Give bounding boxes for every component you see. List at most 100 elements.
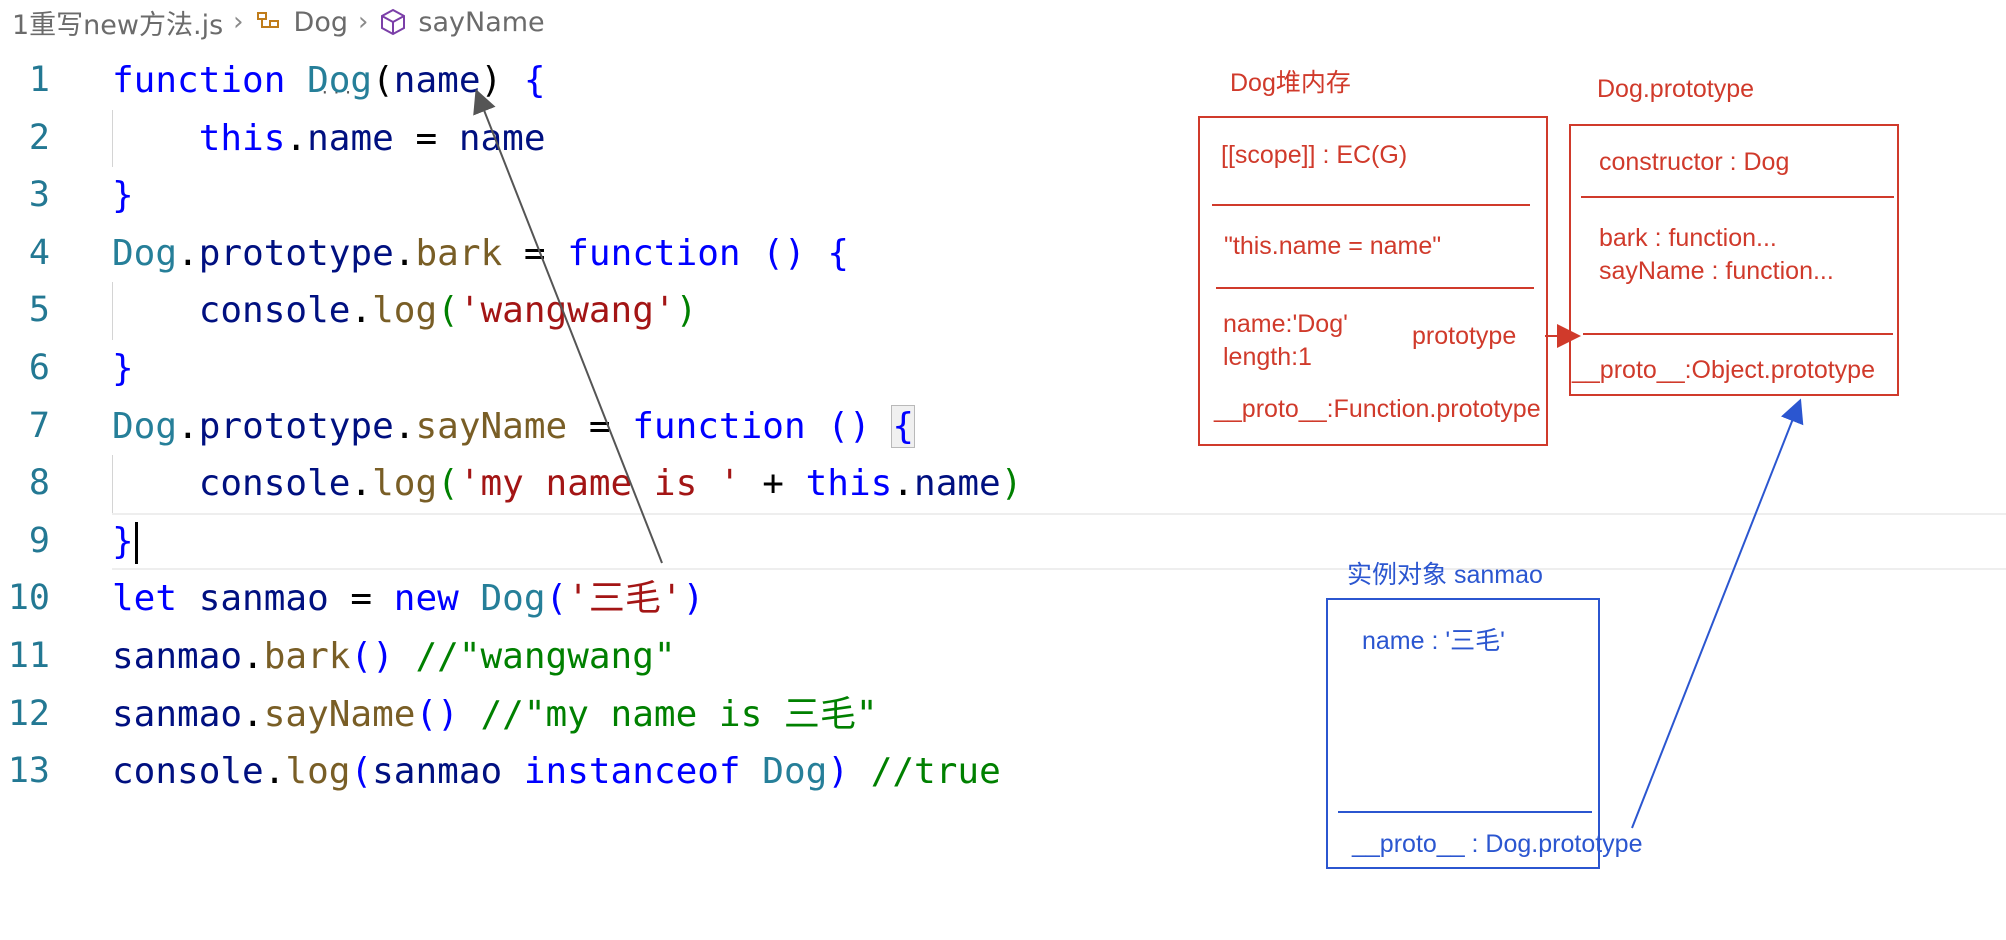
line-number: 5 bbox=[28, 290, 50, 331]
proto-constructor: constructor : Dog bbox=[1599, 148, 1790, 176]
line-number: 8 bbox=[28, 463, 50, 504]
code-token: { bbox=[891, 404, 916, 448]
divider bbox=[1581, 196, 1894, 198]
code-token: ( bbox=[350, 751, 373, 793]
code-text: let sanmao = new Dog('三毛') bbox=[112, 570, 704, 628]
current-line-highlight bbox=[112, 512, 2006, 571]
code-text: console.log(sanmao instanceof Dog) //tru… bbox=[112, 743, 1001, 801]
code-token: console bbox=[112, 751, 264, 793]
code-token: = bbox=[502, 232, 568, 274]
code-line[interactable]: 11 sanmao.bark() //"wangwang" bbox=[0, 628, 1150, 686]
instance-proto: __proto__ : Dog.prototype bbox=[1352, 830, 1643, 858]
code-token: //true bbox=[870, 751, 1001, 793]
code-token: () bbox=[827, 405, 871, 447]
code-token: Dog bbox=[112, 232, 178, 274]
code-token: . bbox=[393, 232, 416, 274]
heap-scope: [[scope]] : EC(G) bbox=[1221, 141, 1408, 169]
code-token: sanmao bbox=[198, 578, 329, 620]
code-token: bark bbox=[263, 635, 351, 677]
code-token: = bbox=[567, 405, 633, 447]
code-line[interactable]: 4 Dog.prototype.bark = function () { bbox=[0, 225, 1150, 283]
heap-box bbox=[1198, 116, 1548, 446]
heap-length: length:1 bbox=[1223, 343, 1312, 371]
line-number: 2 bbox=[28, 117, 50, 158]
code-line[interactable]: 3} bbox=[0, 167, 1150, 225]
code-token bbox=[112, 463, 199, 504]
code-token: . bbox=[177, 405, 199, 447]
line-number: 10 bbox=[7, 578, 50, 619]
code-token: function bbox=[567, 232, 741, 274]
code-line[interactable]: 8 console.log('my name is ' + this.name) bbox=[0, 455, 1150, 513]
prototype-arrow-label: prototype bbox=[1412, 322, 1517, 350]
indent-guide bbox=[112, 455, 113, 513]
code-line[interactable]: 10 let sanmao = new Dog('三毛') bbox=[0, 570, 1150, 628]
code-line[interactable]: 6} bbox=[0, 340, 1150, 398]
code-text: console.log('my name is ' + this.name) bbox=[112, 455, 1023, 513]
code-line[interactable]: 2 this.name = name bbox=[0, 110, 1150, 168]
breadcrumb-file[interactable]: 1重写new方法.js bbox=[12, 9, 224, 41]
divider bbox=[1216, 287, 1534, 289]
divider bbox=[1212, 204, 1530, 206]
code-token: ( bbox=[372, 60, 394, 101]
code-token: new bbox=[393, 578, 481, 620]
code-token: //"my name is 三毛" bbox=[480, 693, 878, 735]
code-token: . bbox=[350, 290, 373, 332]
method-icon bbox=[378, 7, 408, 37]
code-text: } bbox=[112, 513, 138, 571]
instance-title: 实例对象 sanmao bbox=[1347, 561, 1543, 589]
code-token: ( bbox=[437, 463, 459, 505]
code-token: Dog bbox=[307, 60, 373, 101]
code-token: bark bbox=[415, 232, 503, 274]
code-token: function bbox=[632, 405, 806, 447]
code-token: . bbox=[350, 463, 373, 505]
line-number: 4 bbox=[28, 232, 50, 273]
line-number: 3 bbox=[28, 175, 50, 216]
code-token: ) bbox=[480, 60, 524, 101]
code-token: let bbox=[112, 578, 199, 620]
instance-box bbox=[1326, 598, 1600, 869]
proto-box bbox=[1569, 124, 1899, 396]
code-line[interactable]: 9} bbox=[0, 512, 2006, 571]
code-line[interactable]: 13 console.log(sanmao instanceof Dog) //t… bbox=[0, 743, 1150, 801]
instance-name: name : '三毛' bbox=[1362, 627, 1505, 655]
code-token: () bbox=[415, 693, 459, 735]
heap-proto: __proto__:Function.prototype bbox=[1214, 395, 1541, 423]
code-token: 'wangwang' bbox=[458, 290, 676, 332]
indent-guide bbox=[112, 109, 113, 168]
code-token: 'my name is ' bbox=[458, 463, 741, 505]
code-token: name bbox=[393, 60, 481, 101]
code-line[interactable]: 5 console.log('wangwang') bbox=[0, 282, 1150, 340]
code-token: = bbox=[393, 117, 459, 159]
code-token: . bbox=[892, 463, 915, 505]
code-token: //"wangwang" bbox=[415, 635, 676, 677]
line-number: 13 bbox=[7, 751, 50, 792]
hover-hint-dots: ··· bbox=[320, 83, 355, 102]
proto-proto: __proto__:Object.prototype bbox=[1572, 356, 1875, 384]
class-icon bbox=[254, 7, 284, 37]
code-token: { bbox=[523, 60, 546, 101]
code-text: console.log('wangwang') bbox=[112, 282, 698, 340]
code-token: ) bbox=[827, 751, 850, 793]
heap-title: Dog堆内存 bbox=[1230, 69, 1351, 97]
code-token: name bbox=[914, 463, 1001, 505]
code-token: . bbox=[177, 232, 199, 274]
chevron-right-icon: › bbox=[358, 7, 369, 37]
code-token: log bbox=[372, 463, 438, 505]
breadcrumb-method[interactable]: sayName bbox=[418, 6, 545, 38]
code-text: sanmao.bark() //"wangwang" bbox=[112, 628, 676, 686]
code-text: this.name = name bbox=[112, 110, 546, 168]
code-token: sanmao bbox=[112, 693, 243, 735]
line-number: 11 bbox=[7, 635, 50, 676]
code-token bbox=[849, 751, 871, 792]
code-token: sayName bbox=[263, 693, 416, 735]
code-token: () bbox=[762, 232, 806, 274]
code-text: Dog.prototype.bark = function () { bbox=[112, 225, 849, 283]
breadcrumb-class[interactable]: Dog bbox=[293, 6, 348, 38]
code-token bbox=[871, 406, 893, 447]
divider bbox=[1583, 333, 1893, 335]
code-token bbox=[502, 751, 524, 792]
